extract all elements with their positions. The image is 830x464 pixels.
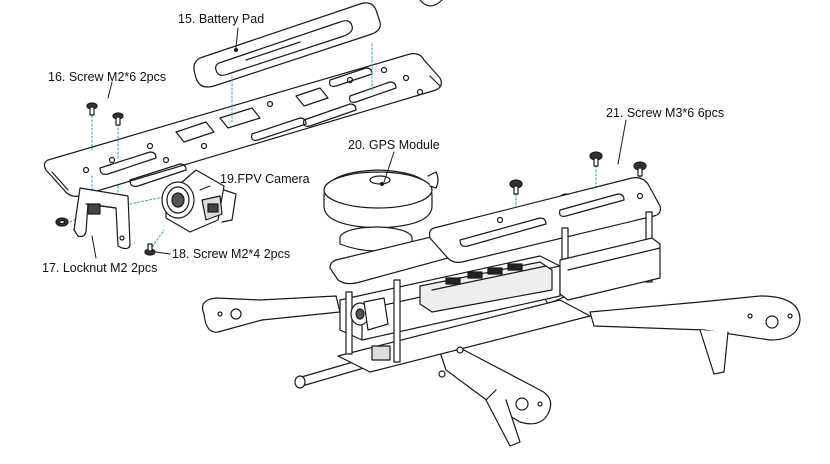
main-frame-part: [329, 177, 661, 378]
leader-lines: [91, 27, 627, 259]
fpv-camera-part: [161, 169, 237, 233]
label-screw-m2x4: 18. Screw M2*4 2pcs: [172, 247, 291, 261]
top-plate-part: [43, 53, 442, 197]
label-screw-m2x6: 16. Screw M2*6 2pcs: [48, 70, 167, 84]
cropped-part-edge: [419, 0, 443, 7]
locknut-m2-icon: [55, 217, 69, 227]
camera-bracket-part: [73, 187, 131, 250]
label-fpv-camera: 19.FPV Camera: [220, 172, 310, 186]
label-gps-module: 20. GPS Module: [348, 138, 440, 152]
screw-m2x6-icon: [86, 102, 124, 126]
label-battery-pad: 15. Battery Pad: [178, 12, 265, 26]
battery-pad-part: [193, 2, 381, 88]
label-screw-m3x6: 21. Screw M3*6 6pcs: [606, 106, 725, 120]
label-locknut-m2: 17. Locknut M2 2pcs: [42, 261, 158, 275]
screw-m2x4-icon: [144, 243, 156, 256]
